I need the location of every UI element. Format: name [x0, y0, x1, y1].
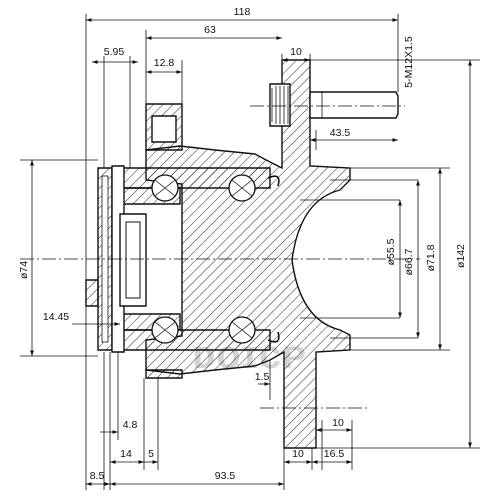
- dim-stud-spec: 5-M12X1.5: [403, 36, 415, 88]
- dim-small-1-5: 1.5: [255, 371, 270, 383]
- dimension-labels: 118 63 10 5.95 12.8 5-M12X1.5 43.5 ø74 1…: [18, 6, 467, 482]
- dimension-lines: [30, 18, 472, 486]
- dim-step-14-45: 14.45: [43, 311, 69, 323]
- stud-shank: [309, 91, 399, 119]
- dim-width-16-5: 16.5: [324, 448, 345, 460]
- dim-overall-width: 118: [234, 6, 251, 18]
- wheel-stud: [269, 83, 399, 127]
- dim-flange-10-right: 10: [332, 417, 344, 429]
- dim-dia-74: ø74: [18, 261, 30, 279]
- lower-boss: [145, 369, 183, 379]
- seal-top: [267, 175, 280, 187]
- dim-dia-71-8: ø71.8: [425, 244, 437, 271]
- dim-flange-thickness-top: 10: [290, 46, 302, 58]
- dim-flange-10-bottom: 10: [292, 448, 304, 460]
- dim-width-5: 5: [148, 448, 154, 460]
- dim-width-8-5: 8.5: [90, 470, 105, 482]
- seal-bottom: [267, 331, 280, 343]
- hub-cross-section: [145, 59, 351, 449]
- left-step: [85, 279, 99, 307]
- dim-flange-to-face: 63: [204, 24, 216, 36]
- dim-pilot-length: 12.8: [154, 57, 175, 69]
- dim-dia-55-5: ø55.5: [385, 238, 397, 265]
- dim-dia-66-7: ø66.7: [403, 248, 415, 275]
- dim-seal-4-8: 4.8: [123, 419, 138, 431]
- dim-stud-length: 43.5: [330, 127, 351, 139]
- dim-offset-left: 5.95: [104, 46, 125, 58]
- dim-width-93-5: 93.5: [215, 470, 236, 482]
- upper-boss-bore: [151, 115, 177, 143]
- bearing-assembly: [119, 167, 280, 351]
- dim-width-14: 14: [120, 448, 132, 460]
- hub-body: [145, 59, 351, 449]
- dim-dia-142: ø142: [455, 244, 467, 268]
